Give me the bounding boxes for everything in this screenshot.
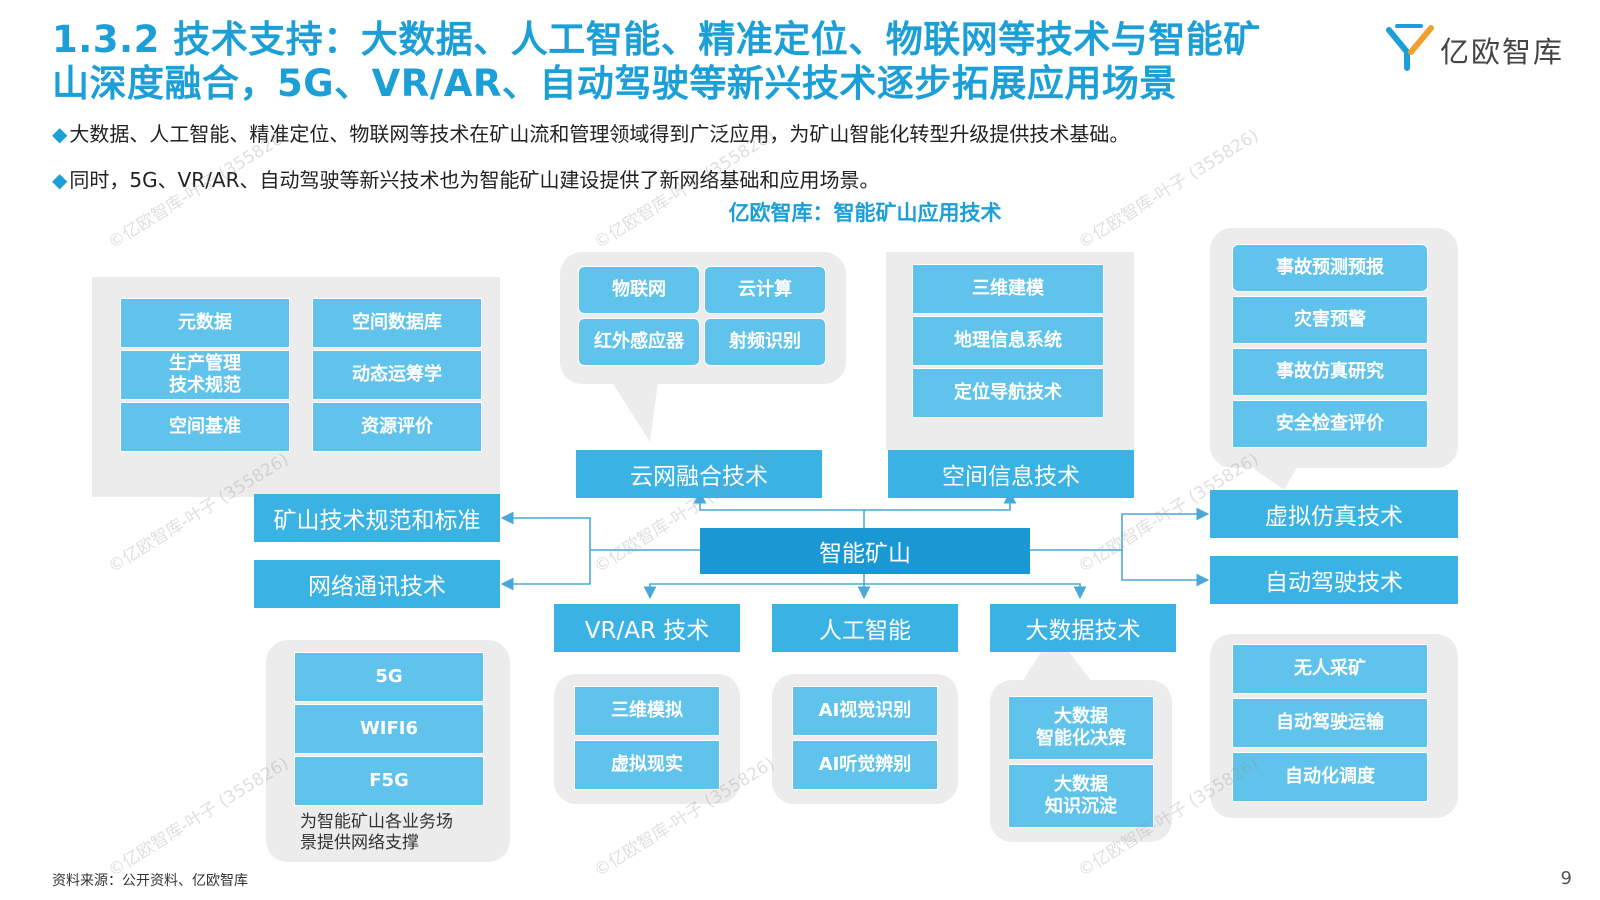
vrar-item: 虚拟现实 xyxy=(574,740,720,790)
source-note: 资料来源：公开资料、亿欧智库 xyxy=(52,873,248,889)
category-ai: 人工智能 xyxy=(772,604,958,652)
category-bigdata: 大数据技术 xyxy=(990,604,1176,652)
autodrive-item: 自动化调度 xyxy=(1232,752,1428,802)
brand-logo: 亿欧智库 xyxy=(1386,22,1576,72)
bigdata-item: 大数据 智能化决策 xyxy=(1008,696,1154,760)
standards-item: 空间基准 xyxy=(120,402,290,452)
ai-item: AI视觉识别 xyxy=(792,686,938,736)
cloud-item: 云计算 xyxy=(704,266,826,314)
simulation-item: 事故预测预报 xyxy=(1232,244,1428,292)
spatial-item: 三维建模 xyxy=(912,264,1104,314)
autodrive-item: 无人采矿 xyxy=(1232,644,1428,694)
category-vrar: VR/AR 技术 xyxy=(554,604,740,652)
cloud-item: 射频识别 xyxy=(704,318,826,366)
autodrive-item: 自动驾驶运输 xyxy=(1232,698,1428,748)
category-cloud: 云网融合技术 xyxy=(576,450,822,498)
bigdata-item: 大数据 知识沉淀 xyxy=(1008,764,1154,828)
bullet-1: ◆大数据、人工智能、精准定位、物联网等技术在矿山流和管理领域得到广泛应用，为矿山… xyxy=(52,118,1129,147)
spatial-item: 定位导航技术 xyxy=(912,368,1104,418)
network-item: 5G xyxy=(294,652,484,702)
simulation-item: 灾害预警 xyxy=(1232,296,1428,344)
bigdata-panel-pointer xyxy=(1022,632,1092,682)
simulation-panel-pointer xyxy=(1250,466,1298,490)
simulation-item: 安全检查评价 xyxy=(1232,400,1428,448)
standards-item: 元数据 xyxy=(120,298,290,348)
bullet-2: ◆同时，5G、VR/AR、自动驾驶等新兴技术也为智能矿山建设提供了新网络基础和应… xyxy=(52,164,880,193)
diamond-bullet-icon: ◆ xyxy=(52,168,68,192)
page-title-line-2: 山深度融合，5G、VR/AR、自动驾驶等新兴技术逐步拓展应用场景 xyxy=(52,62,1177,105)
category-standards: 矿山技术规范和标准 xyxy=(254,494,500,542)
standards-item: 空间数据库 xyxy=(312,298,482,348)
diagram-caption: 亿欧智库：智能矿山应用技术 xyxy=(728,201,1002,225)
category-autodrive: 自动驾驶技术 xyxy=(1210,556,1458,604)
page-title: 1.3.2 技术支持：大数据、人工智能、精准定位、物联网等技术与智能矿 山深度融… xyxy=(52,18,1352,106)
network-item: WIFI6 xyxy=(294,704,484,754)
cloud-item: 物联网 xyxy=(578,266,700,314)
standards-item: 生产管理 技术规范 xyxy=(120,350,290,400)
simulation-item: 事故仿真研究 xyxy=(1232,348,1428,396)
logo-text: 亿欧智库 xyxy=(1440,35,1565,69)
network-note: 为智能矿山各业务场 景提供网络支撑 xyxy=(300,812,453,853)
core-smart-mine: 智能矿山 xyxy=(700,528,1030,574)
page-number: 9 xyxy=(1560,868,1572,889)
category-simulation: 虚拟仿真技术 xyxy=(1210,490,1458,538)
category-spatial: 空间信息技术 xyxy=(888,450,1134,498)
vrar-item: 三维模拟 xyxy=(574,686,720,736)
standards-item: 资源评价 xyxy=(312,402,482,452)
ai-item: AI听觉辨别 xyxy=(792,740,938,790)
spatial-item: 地理信息系统 xyxy=(912,316,1104,366)
diamond-bullet-icon: ◆ xyxy=(52,122,68,146)
bullet-2-text: 同时，5G、VR/AR、自动驾驶等新兴技术也为智能矿山建设提供了新网络基础和应用… xyxy=(69,168,880,192)
category-network: 网络通讯技术 xyxy=(254,560,500,608)
cloud-panel-pointer xyxy=(612,382,658,442)
standards-item: 动态运筹学 xyxy=(312,350,482,400)
logo-mark-icon xyxy=(1386,24,1434,71)
bullet-1-text: 大数据、人工智能、精准定位、物联网等技术在矿山流和管理领域得到广泛应用，为矿山智… xyxy=(69,122,1130,146)
page-title-line-1: 1.3.2 技术支持：大数据、人工智能、精准定位、物联网等技术与智能矿 xyxy=(52,18,1261,61)
cloud-item: 红外感应器 xyxy=(578,318,700,366)
network-item: F5G xyxy=(294,756,484,806)
